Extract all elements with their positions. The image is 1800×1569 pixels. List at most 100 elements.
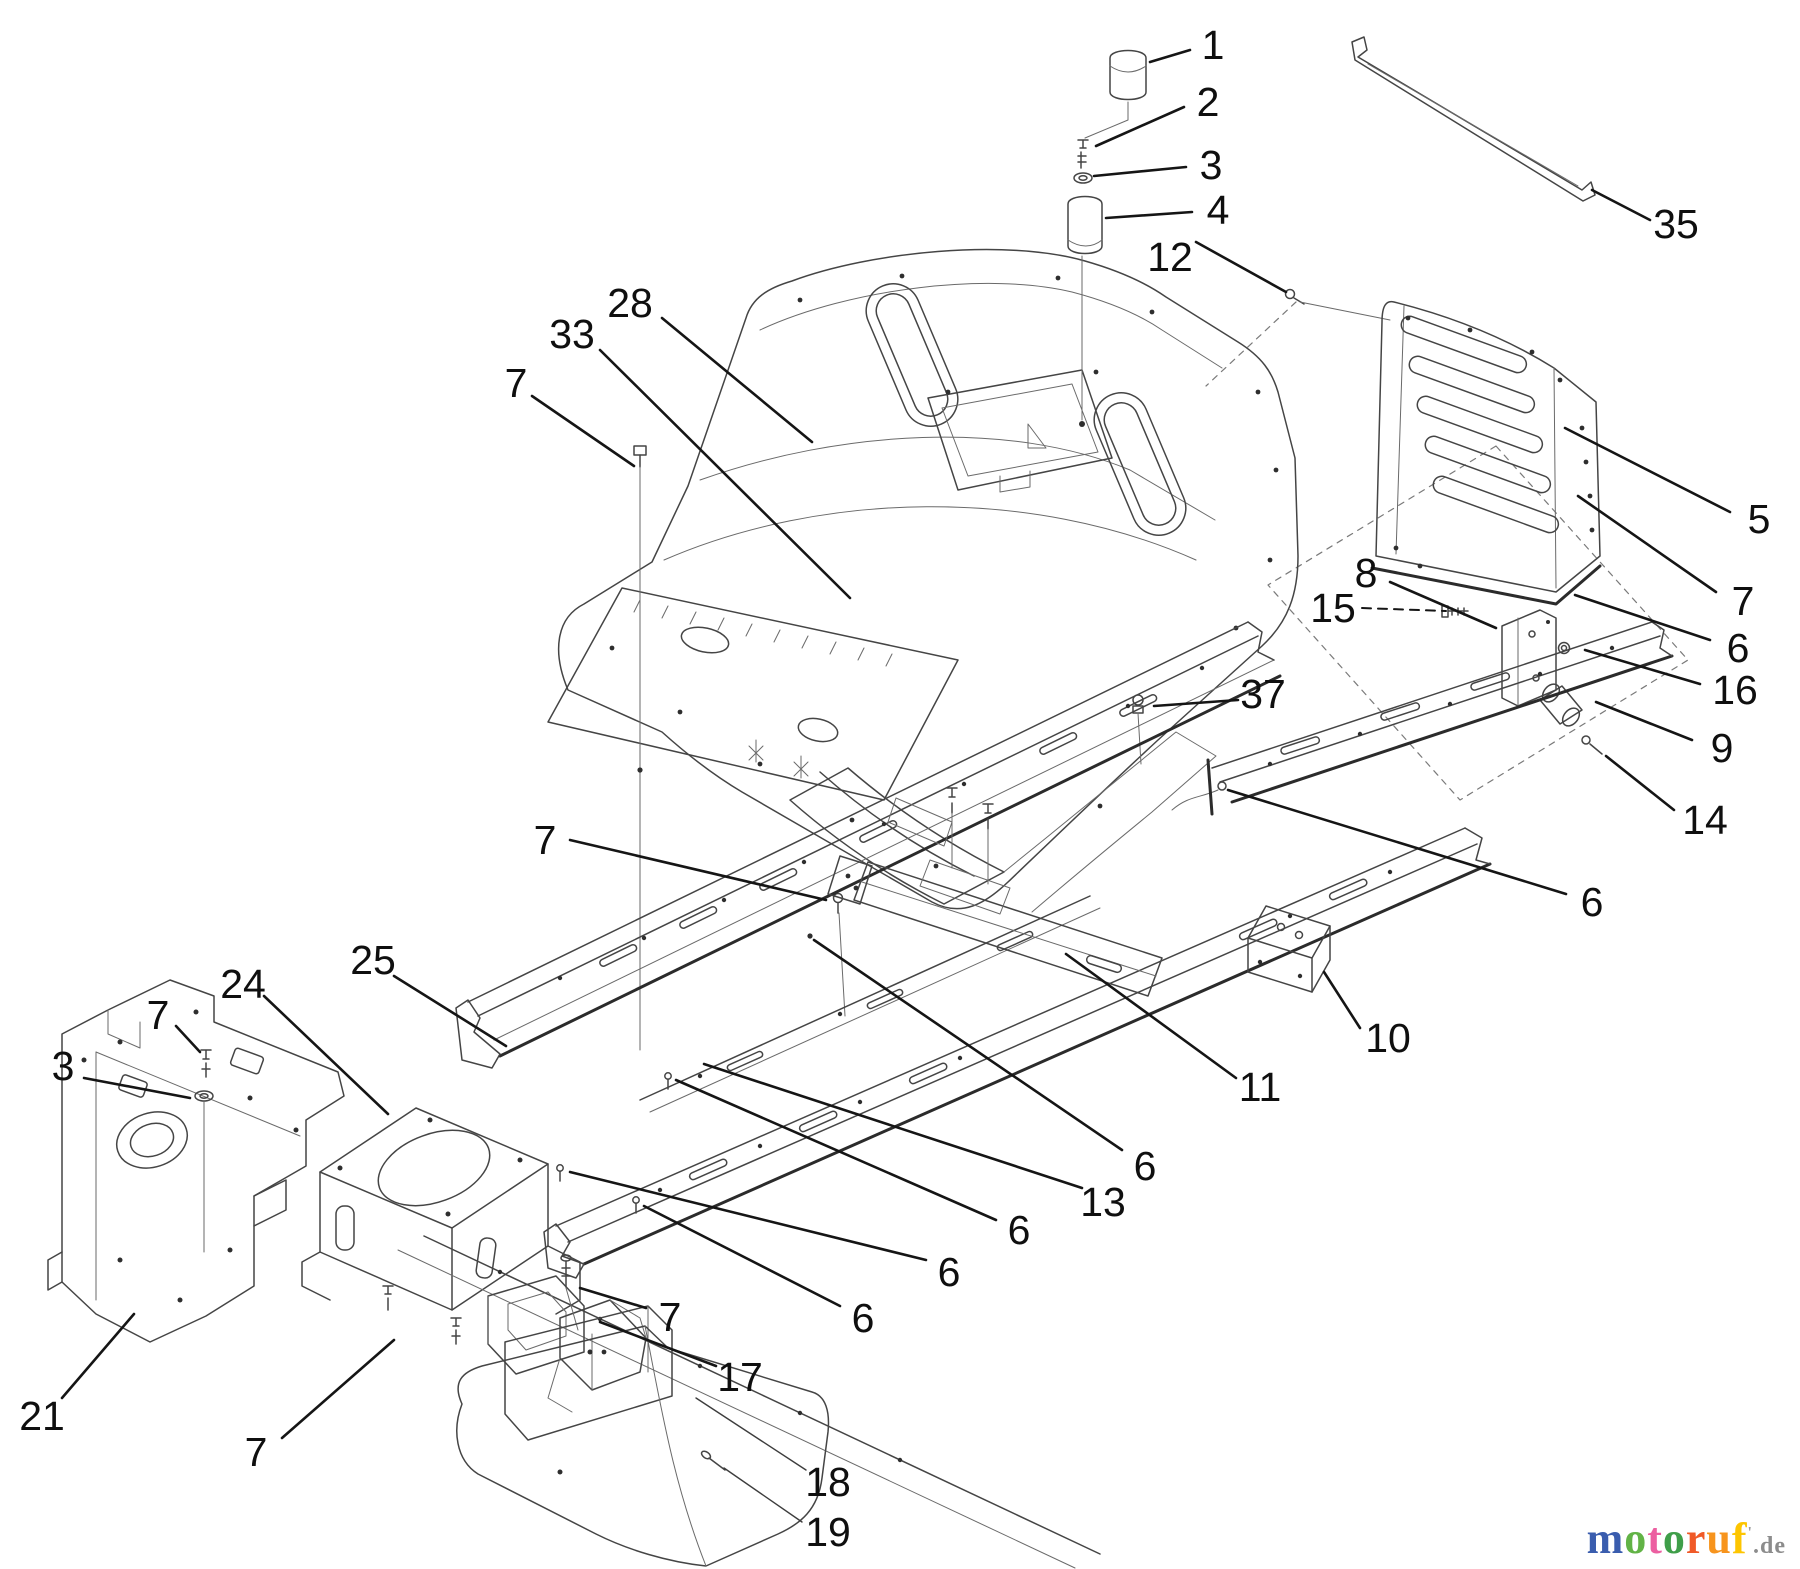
callout-leader-7 (1576, 494, 1718, 594)
screw-7e (560, 1254, 579, 1331)
callout-label-6: 6 (1008, 1207, 1031, 1253)
callout-leader-6 (1226, 788, 1568, 896)
callout-label-11: 11 (1239, 1064, 1282, 1110)
duct-box (487, 1275, 585, 1375)
support-channel-13 (639, 895, 1101, 1113)
screw-6b (1171, 781, 1227, 811)
callout-label-10: 10 (1365, 1015, 1411, 1061)
callout-label-25: 25 (350, 937, 396, 983)
callout-leader-21 (60, 1312, 136, 1400)
watermark-letter: o (1662, 1514, 1686, 1563)
callout-leader-25 (392, 974, 508, 1048)
callout-leader-33 (598, 348, 852, 600)
callout-label-6: 6 (1581, 879, 1604, 925)
screw-14 (1581, 735, 1603, 755)
engine-box (301, 1107, 581, 1345)
trim-strip (1351, 36, 1596, 202)
callout-leader-11 (1064, 952, 1238, 1080)
callout-label-6: 6 (938, 1249, 961, 1295)
front-rail (397, 1235, 1101, 1569)
callout-leader-4 (1104, 210, 1194, 220)
watermark-letter: r (1685, 1514, 1707, 1563)
bracket-17 (547, 1299, 647, 1413)
callout-leader-2 (1094, 105, 1186, 148)
callout-label-6: 6 (1727, 625, 1750, 671)
callout-label-6: 6 (1134, 1143, 1157, 1189)
callout-label-28: 28 (607, 280, 653, 326)
callout-layer: 1234123528337576169148153776101125247361… (19, 22, 1770, 1555)
heat-shield (456, 1305, 830, 1567)
seat-back-slot-right (1093, 392, 1187, 536)
callout-label-1: 1 (1202, 22, 1225, 68)
callout-leader-3 (1092, 165, 1188, 178)
watermark-suffix: .de (1753, 1533, 1786, 1559)
seat-back-slot-left (865, 283, 959, 427)
callout-leader-7 (568, 838, 828, 902)
watermark-letter: u (1706, 1514, 1732, 1563)
spacer-9 (1539, 683, 1583, 727)
bolt-37 (1132, 694, 1144, 765)
callout-label-7: 7 (505, 360, 528, 406)
callout-label-6: 6 (852, 1295, 875, 1341)
callout-label-15: 15 (1310, 585, 1356, 631)
callout-label-18: 18 (805, 1459, 851, 1505)
callout-label-17: 17 (717, 1354, 763, 1400)
bracket-21 (47, 979, 345, 1343)
callout-label-19: 19 (805, 1509, 851, 1555)
callout-label-3: 3 (52, 1043, 75, 1089)
callout-leader-15 (1361, 607, 1447, 612)
callout-leader-1 (1148, 48, 1192, 64)
callout-leader-6 (674, 1078, 998, 1222)
callout-label-35: 35 (1653, 201, 1699, 247)
callout-leader-10 (1322, 970, 1362, 1030)
callout-label-7: 7 (1732, 578, 1755, 624)
watermark-letters: motoruf (1587, 1514, 1748, 1563)
frame-rail-rear-right (1206, 621, 1674, 816)
callout-label-7: 7 (245, 1429, 268, 1475)
callout-leader-19 (723, 1467, 803, 1523)
watermark-mark: ' (1747, 1524, 1753, 1542)
seat-pan (547, 587, 959, 801)
callout-label-7: 7 (534, 817, 557, 863)
callout-leader-16 (1583, 648, 1702, 686)
callout-leader-3 (82, 1076, 192, 1100)
callout-leader-8 (1388, 580, 1498, 630)
callout-leader-18 (695, 1397, 807, 1471)
callout-leader-14 (1604, 754, 1676, 812)
frame-rail-far (543, 827, 1492, 1279)
front-corner-trim (789, 731, 1217, 913)
callout-leader-9 (1594, 700, 1694, 742)
cross-bar-11 (827, 787, 1163, 997)
callout-label-24: 24 (220, 961, 266, 1007)
callout-leader-5 (1563, 426, 1732, 514)
callout-leader-35 (1590, 188, 1652, 222)
callout-label-12: 12 (1147, 234, 1193, 280)
frame-rail-near (455, 621, 1282, 1069)
callout-leader-37 (1152, 698, 1240, 708)
callout-label-9: 9 (1711, 725, 1734, 771)
callout-leader-6 (642, 1204, 842, 1308)
callout-label-7: 7 (659, 1294, 682, 1340)
callout-label-3: 3 (1200, 142, 1223, 188)
callout-leader-7 (530, 394, 636, 468)
small-screws-6 (556, 933, 813, 1214)
watermark-letter: f (1731, 1514, 1748, 1563)
watermark-letter: m (1586, 1514, 1625, 1563)
callout-label-8: 8 (1355, 550, 1378, 596)
callout-leader-13 (702, 1062, 1084, 1190)
knob-and-spacer-hardware (1067, 49, 1147, 427)
callout-leader-17 (598, 1320, 718, 1368)
callout-label-33: 33 (549, 311, 595, 357)
bolt-7a (633, 445, 647, 1051)
watermark-letter: t (1647, 1514, 1663, 1563)
callout-leader-7 (174, 1024, 202, 1054)
watermark-logo: motoruf'.de (1587, 1517, 1786, 1561)
callout-leader-6 (568, 1170, 928, 1262)
callout-label-4: 4 (1207, 187, 1230, 233)
callout-leader-7 (280, 1338, 396, 1440)
callout-label-37: 37 (1240, 671, 1286, 717)
callout-leader-6 (812, 938, 1124, 1152)
phantom-outline (1205, 301, 1689, 801)
